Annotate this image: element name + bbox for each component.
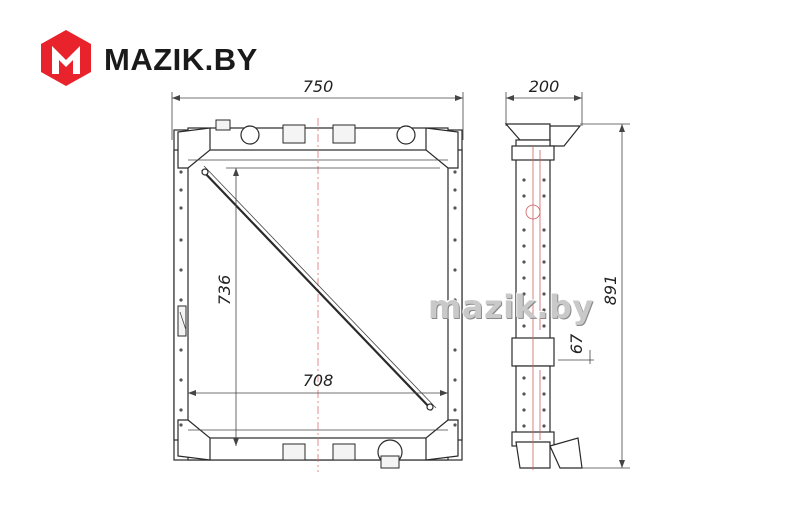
front-view bbox=[171, 92, 464, 472]
bolt-dot bbox=[522, 260, 526, 264]
side-view bbox=[504, 92, 630, 470]
bolt-dot bbox=[179, 348, 183, 352]
bolt-dot bbox=[179, 170, 183, 174]
bolt-dot bbox=[542, 178, 546, 182]
bolt-dot bbox=[522, 392, 526, 396]
bolt-dot bbox=[542, 376, 546, 380]
bolt-dot bbox=[542, 292, 546, 296]
bolt-dot bbox=[522, 424, 526, 428]
bolt-dot bbox=[542, 408, 546, 412]
bolt-dot bbox=[453, 268, 457, 272]
bolt-dot bbox=[522, 376, 526, 380]
bolt-dot bbox=[453, 408, 457, 412]
bolt-dot bbox=[179, 206, 183, 210]
bolt-dot bbox=[522, 324, 526, 328]
bolt-dot bbox=[453, 348, 457, 352]
bolt-dot bbox=[453, 170, 457, 174]
bolt-dot bbox=[542, 244, 546, 248]
dim-side-height: 891 bbox=[601, 275, 620, 306]
dim-side-depth: 200 bbox=[529, 77, 560, 96]
bolt-dot bbox=[453, 378, 457, 382]
dim-front-height: 736 bbox=[215, 275, 234, 306]
bolt-dot bbox=[453, 298, 457, 302]
bolt-dot bbox=[453, 423, 457, 427]
dim-front-width: 750 bbox=[303, 77, 334, 96]
side-bolts bbox=[179, 170, 457, 427]
bolt-dot bbox=[522, 228, 526, 232]
bolt-dot bbox=[179, 238, 183, 242]
bolt-dot bbox=[542, 324, 546, 328]
brand-logo-text: MAZIK.BY bbox=[104, 42, 258, 77]
watermark-text: mazik.by bbox=[428, 288, 594, 326]
bolt-dot bbox=[179, 188, 183, 192]
bolt-dot bbox=[522, 194, 526, 198]
bolt-dot bbox=[453, 188, 457, 192]
bolt-dot bbox=[522, 292, 526, 296]
bolt-dot bbox=[179, 423, 183, 427]
bolt-dot bbox=[522, 276, 526, 280]
bolt-dot bbox=[542, 392, 546, 396]
bolt-dot bbox=[522, 408, 526, 412]
bolt-dot bbox=[179, 378, 183, 382]
bolt-dot bbox=[542, 260, 546, 264]
bolt-dot bbox=[542, 424, 546, 428]
bolt-dot bbox=[542, 276, 546, 280]
bolt-dot bbox=[542, 194, 546, 198]
bolt-dot bbox=[522, 244, 526, 248]
dim-front-inner-width: 708 bbox=[303, 371, 334, 390]
side-view-bolts bbox=[522, 178, 546, 428]
mazik-logo-icon bbox=[41, 30, 91, 86]
bolt-dot bbox=[542, 308, 546, 312]
bolt-dot bbox=[453, 206, 457, 210]
bolt-dot bbox=[179, 268, 183, 272]
bolt-dot bbox=[522, 178, 526, 182]
bolt-dot bbox=[542, 228, 546, 232]
bolt-dot bbox=[522, 308, 526, 312]
bolt-dot bbox=[453, 238, 457, 242]
dim-side-offset: 67 bbox=[567, 333, 586, 354]
bolt-dot bbox=[179, 408, 183, 412]
bolt-dot bbox=[179, 298, 183, 302]
